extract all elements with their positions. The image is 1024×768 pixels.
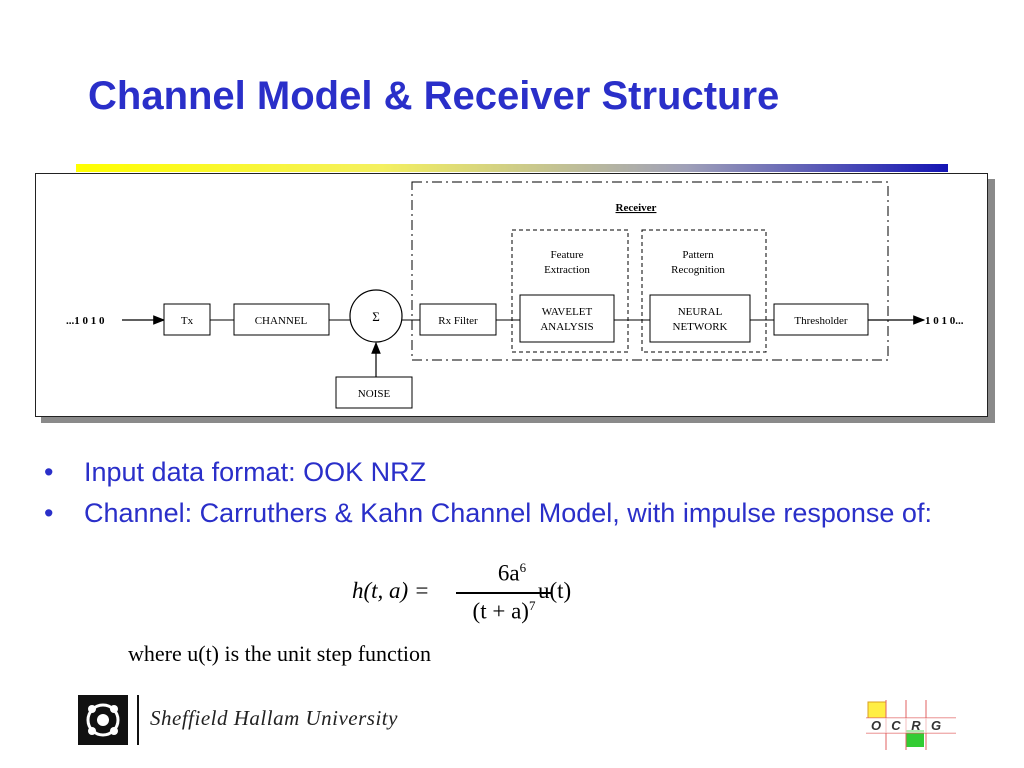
bullet-text: Channel: Carruthers & Kahn Channel Model… [84,498,932,528]
neural-network-block [649,294,751,343]
ocrg-logo: O C R G [866,700,956,750]
ocrg-letter-c: C [891,718,901,733]
wavelet-label-line1: WAVELET [542,306,593,318]
summation-symbol: Σ [372,309,380,324]
channel-label: CHANNEL [255,315,308,327]
feature-label-line1: Feature [551,249,584,261]
ocrg-letter-o: O [871,718,881,733]
bullet-dot-icon: • [44,498,54,528]
pattern-label-line2: Recognition [671,264,725,276]
receiver-boundary [411,181,889,361]
impulse-response-formula: h(t, a) = 6a6 (t + a)7 u(t) [352,556,592,636]
thresholder-label: Thresholder [794,315,847,327]
ocrg-letter-r: R [911,718,921,733]
neural-label-line1: NEURAL [678,306,723,318]
formula-numerator: 6a6 [497,560,527,586]
wavelet-analysis-block [519,294,615,343]
bullet-item: • Channel: Carruthers & Kahn Channel Mode… [44,497,984,530]
tx-label: Tx [181,315,194,327]
wavelet-label-line2: ANALYSIS [540,321,593,333]
title-underline-bar [76,164,948,172]
input-bits: ...1 0 1 0 [66,315,105,327]
slide-title: Channel Model & Receiver Structure [88,74,780,118]
ocrg-letter-g: G [931,718,941,733]
neural-label-line2: NETWORK [673,321,728,333]
pattern-label-line1: Pattern [682,249,714,261]
feature-label-line2: Extraction [544,264,590,276]
noise-block [335,376,413,409]
output-bits: 1 0 1 0... [925,315,964,327]
bullet-dot-icon: • [44,457,54,487]
formula-denominator: (t + a)7 [472,598,536,624]
formula-rhs: u(t) [538,578,572,603]
formula-lhs: h(t, a) = [352,578,430,603]
receiver-label: Receiver [616,202,657,214]
block-diagram: Receiver Feature Extraction Pattern Reco… [35,173,988,417]
pattern-recognition-group [641,229,767,353]
thresholder-block [773,303,869,336]
bullet-item: • Input data format: OOK NRZ [44,456,984,489]
bullet-list: • Input data format: OOK NRZ • Channel: Ca… [44,456,984,538]
university-name: Sheffield Hallam University [150,706,398,730]
block-diagram-svg: Receiver Feature Extraction Pattern Reco… [66,181,964,409]
rx-filter-label: Rx Filter [438,315,478,327]
feature-extraction-group [511,229,629,353]
fraction-bar [456,592,552,594]
sheffield-hallam-logo [78,695,139,745]
bullet-text: Input data format: OOK NRZ [84,457,427,487]
noise-label: NOISE [358,388,391,400]
channel-block [233,303,330,336]
unit-step-note: where u(t) is the unit step function [128,641,432,666]
